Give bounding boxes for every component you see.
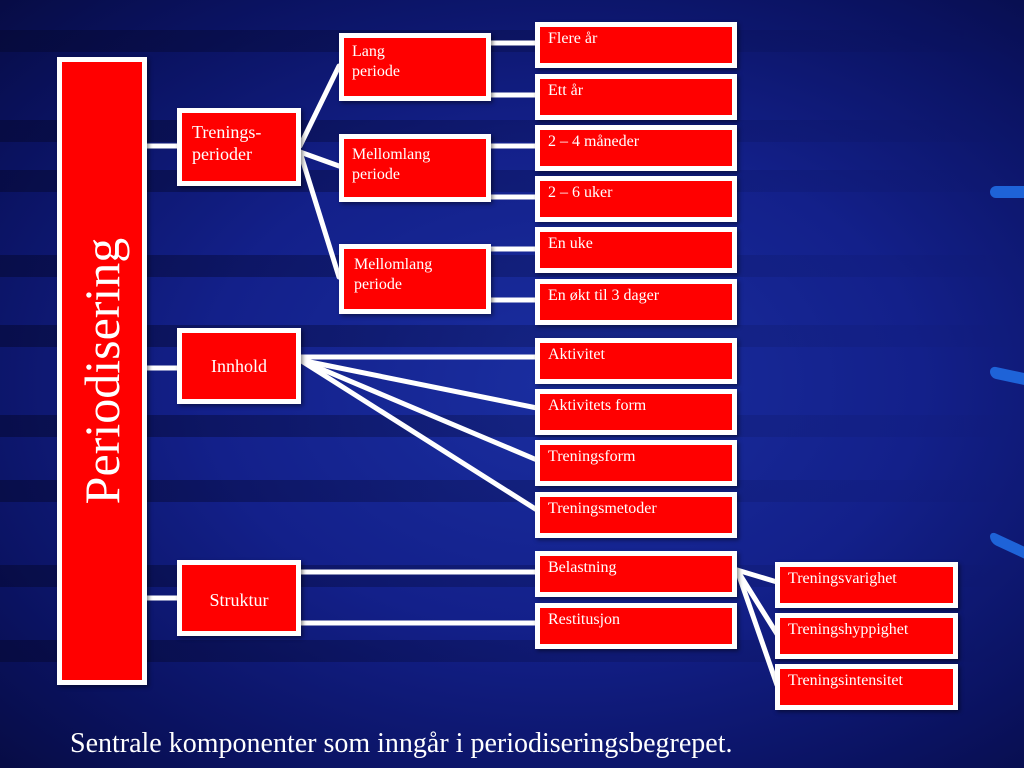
connector-belastning-intensitet — [734, 567, 780, 688]
background-stripe — [0, 480, 1024, 502]
leaf-treningsintensitet: Treningsintensitet — [775, 664, 958, 710]
connector-belastning-hyppighet — [734, 567, 780, 637]
leaf-treningshyppighet: Treningshyppighet — [775, 613, 958, 659]
leaf-aktivitets-form: Aktivitets form — [535, 389, 737, 435]
background-stripe — [0, 415, 1024, 437]
connector-trenings-mellom1 — [297, 149, 342, 169]
root-label: Periodisering — [74, 237, 130, 505]
leaf-belastning: Belastning — [535, 551, 737, 597]
connector-belastning-varighet — [734, 567, 780, 585]
node-struktur: Struktur — [177, 560, 301, 636]
node-treningsperioder: Trenings- perioder — [177, 108, 301, 186]
leaf-restitusjon: Restitusjon — [535, 603, 737, 649]
leaf-en-uke: En uke — [535, 227, 737, 273]
node-mellomlang-periode-2: Mellomlang periode — [339, 244, 491, 314]
leaf-treningsvarighet: Treningsvarighet — [775, 562, 958, 608]
connector-innhold-aktivitets-form — [297, 357, 540, 411]
leaf-treningsform: Treningsform — [535, 440, 737, 486]
node-mellomlang-periode-1: Mellomlang periode — [339, 134, 491, 202]
connector-innhold-treningsmetoder — [297, 357, 540, 513]
caption: Sentrale komponenter som inngår i period… — [70, 728, 733, 759]
connector-innhold-treningsform — [297, 357, 540, 463]
leaf-2-4-maneder: 2 – 4 måneder — [535, 125, 737, 171]
connector-trenings-mellom2 — [297, 149, 342, 280]
leaf-flere-ar: Flere år — [535, 22, 737, 68]
leaf-treningsmetoder: Treningsmetoder — [535, 492, 737, 538]
connector-trenings-lang — [297, 63, 342, 149]
node-lang-periode: Lang periode — [339, 33, 491, 101]
leaf-ett-ar: Ett år — [535, 74, 737, 120]
leaf-2-6-uker: 2 – 6 uker — [535, 176, 737, 222]
background-stripe — [0, 255, 1024, 277]
node-innhold: Innhold — [177, 328, 301, 404]
edge-decoration — [990, 186, 1024, 198]
leaf-aktivitet: Aktivitet — [535, 338, 737, 384]
leaf-en-okt: En økt til 3 dager — [535, 279, 737, 325]
root-node-periodisering: Periodisering — [57, 57, 147, 685]
